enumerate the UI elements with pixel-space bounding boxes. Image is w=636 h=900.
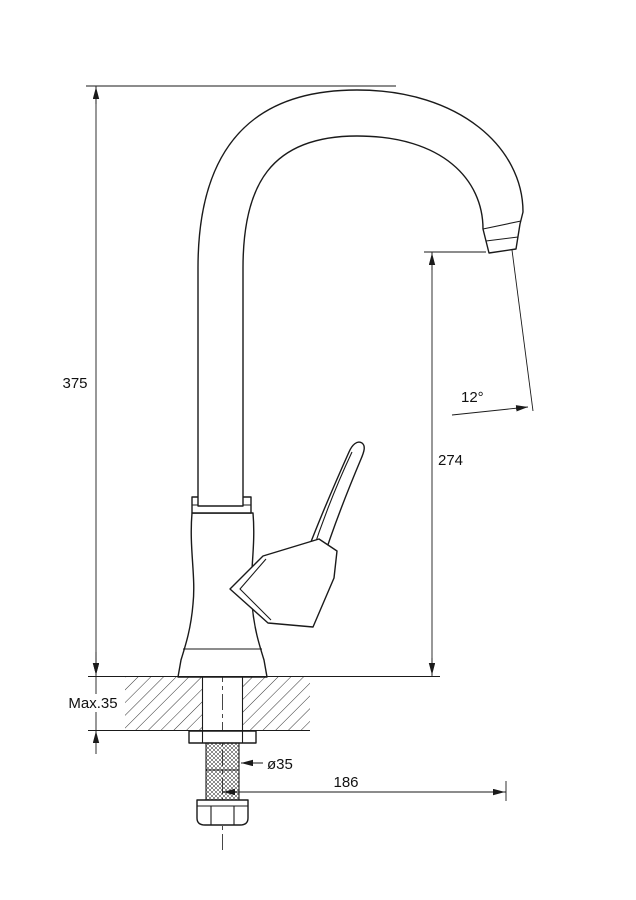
dim-spout-reach-label: 186 <box>333 774 358 791</box>
dim-spout-angle: 12° <box>451 249 534 416</box>
dim-counter-thickness: Max.35 <box>66 652 121 754</box>
washer <box>188 730 257 744</box>
aerator-line <box>485 236 519 242</box>
threaded-shank <box>205 742 240 801</box>
dim-spout-height-label: 274 <box>438 452 463 469</box>
dim-spout-angle-label: 12° <box>461 389 484 406</box>
dim-counter-thickness-label: Max.35 <box>68 695 117 712</box>
dim-overall-height-label: 375 <box>62 375 87 392</box>
mounting-nut <box>196 799 249 826</box>
counter-hatch-left <box>125 677 202 730</box>
aerator-line <box>482 220 522 230</box>
countertop-section <box>88 675 440 732</box>
dim-hole-diameter: ø35 <box>241 756 293 773</box>
dim-overall-height: 375 <box>62 85 396 676</box>
dim-spout-height: 274 <box>424 251 486 676</box>
dim-spout-reach: 186 <box>222 774 507 801</box>
counter-hatch-right <box>243 677 310 730</box>
mounting-hardware <box>188 730 257 826</box>
dim-hole-diameter-label: ø35 <box>267 756 293 773</box>
handle-base <box>229 538 338 628</box>
gooseneck-spout <box>197 89 524 507</box>
